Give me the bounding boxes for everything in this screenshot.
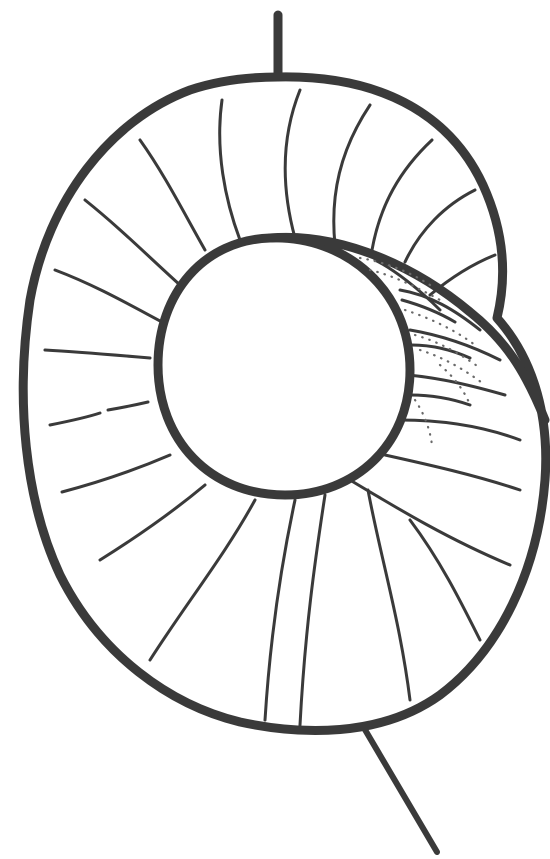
growth-line — [62, 455, 170, 492]
growth-line — [285, 90, 300, 238]
growth-line — [85, 200, 180, 285]
growth-line — [400, 420, 520, 440]
growth-line — [150, 500, 255, 660]
growth-line — [265, 500, 295, 720]
growth-line — [408, 375, 505, 395]
stipple-row — [420, 350, 485, 385]
growth-line — [140, 140, 205, 250]
growth-line — [410, 520, 480, 640]
growth-line — [55, 270, 162, 322]
growth-line — [430, 255, 495, 295]
growth-line — [405, 190, 475, 262]
septum-line — [410, 395, 470, 405]
growth-line — [368, 490, 410, 700]
growth-line — [220, 100, 240, 240]
septum-line — [412, 345, 470, 358]
growth-line — [334, 105, 370, 245]
growth-lines-left — [45, 140, 255, 660]
growth-line — [100, 485, 205, 560]
growth-line — [300, 495, 325, 725]
growth-line — [385, 455, 520, 490]
growth-line — [108, 402, 148, 410]
growth-line — [50, 413, 100, 425]
growth-line — [45, 350, 150, 358]
septum-line — [402, 300, 455, 322]
bottom-axis-rod — [364, 728, 437, 852]
inner-whorl-outline — [158, 238, 410, 495]
